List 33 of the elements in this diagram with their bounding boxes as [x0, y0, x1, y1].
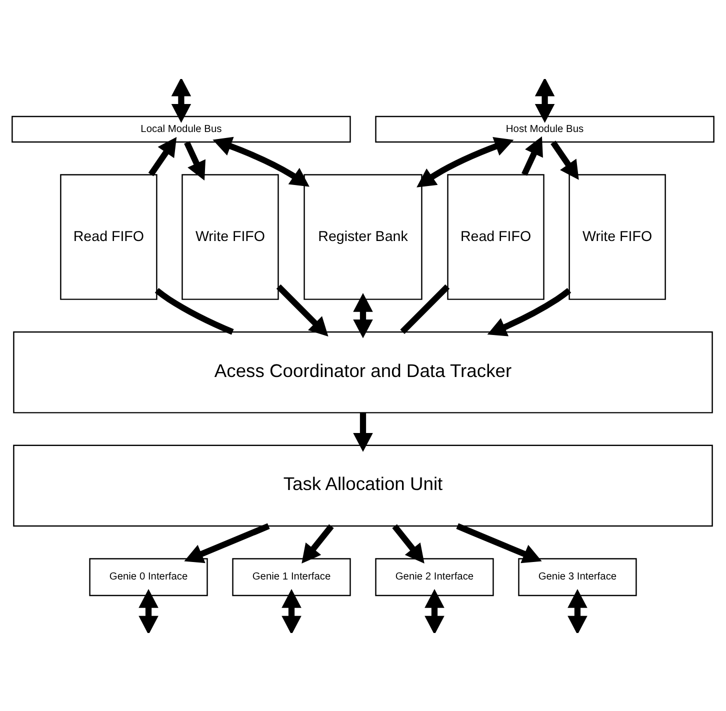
node-box: Task Allocation Unit [13, 444, 713, 526]
node-box: Genie 1 Interface [232, 558, 351, 596]
connector [400, 284, 450, 334]
arrow [353, 412, 373, 452]
arrow [568, 588, 588, 632]
arrow [392, 524, 424, 563]
arrow [276, 284, 328, 336]
node-box: Acess Coordinator and Data Tracker [13, 330, 713, 413]
arrow [282, 588, 302, 632]
arrow [487, 288, 572, 336]
arrow [522, 136, 543, 176]
arrow [353, 292, 373, 338]
node-box: Local Module Bus [12, 115, 351, 142]
node-box: Read FIFO [447, 174, 544, 300]
node-box: Write FIFO [568, 174, 666, 300]
arrow [416, 136, 514, 187]
arrow [148, 136, 177, 176]
node-box: Genie 0 Interface [89, 558, 208, 596]
arrow [550, 140, 579, 180]
arrow [302, 524, 334, 563]
node-box: Read FIFO [60, 174, 158, 300]
arrow [171, 78, 192, 122]
arrow [424, 588, 444, 632]
node-box: Genie 3 Interface [518, 558, 637, 596]
arrow [138, 588, 158, 632]
node-box: Write FIFO [182, 174, 279, 300]
node-box: Genie 2 Interface [375, 558, 494, 596]
arrow [212, 136, 310, 186]
node-box: Register Bank [304, 174, 422, 300]
node-box: Host Module Bus [375, 115, 714, 142]
arrow [184, 140, 206, 180]
connector [154, 288, 234, 334]
arrow [534, 78, 555, 122]
